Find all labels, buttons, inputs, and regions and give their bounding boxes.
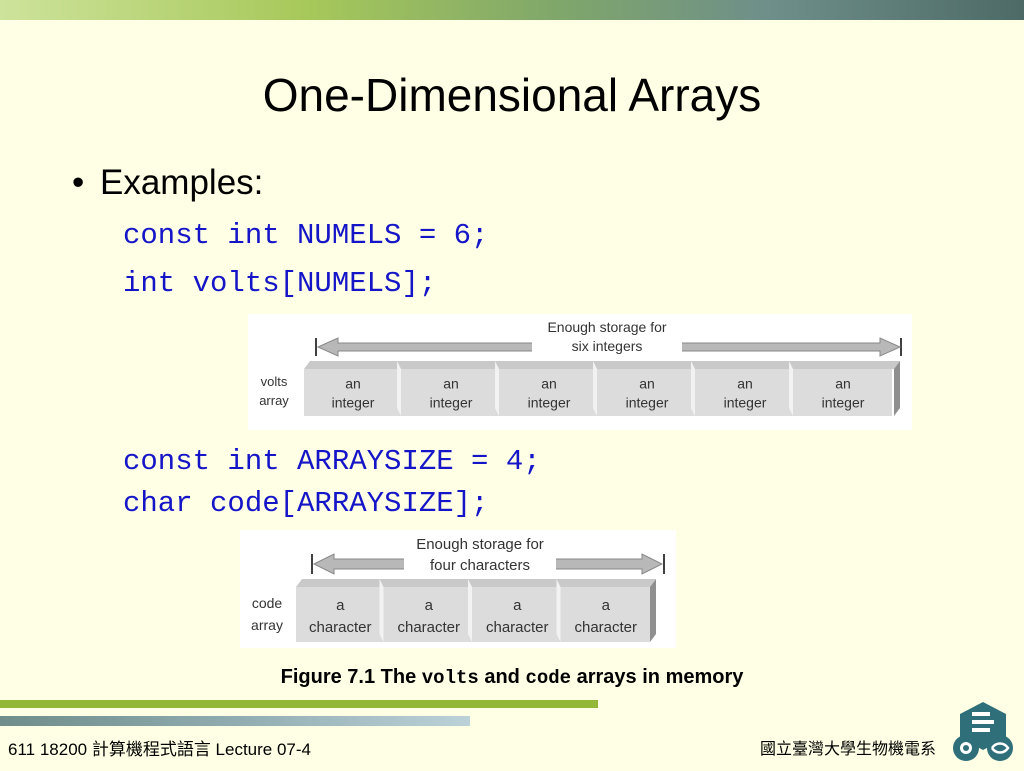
code-storage-label-1: Enough storage for — [416, 536, 544, 553]
code-cell-divider — [468, 579, 472, 642]
code-array-top-face — [296, 579, 656, 587]
volts-cell-text-2: integer — [332, 395, 375, 411]
code-array-word: array — [251, 617, 283, 633]
volts-cell — [598, 369, 696, 416]
volts-cell-text-1: an — [541, 376, 557, 392]
code-array-figure: Enough storage for four characters code … — [240, 530, 676, 648]
figure-caption: Figure 7.1 The volts and code arrays in … — [0, 666, 1024, 689]
bullet-dot-icon: • — [72, 163, 85, 202]
slide-title: One-Dimensional Arrays — [262, 69, 762, 121]
code-array-side-face — [650, 579, 656, 642]
code-cell-text-1: a — [336, 597, 345, 614]
code-cell-text-2: character — [486, 619, 549, 636]
volts-cell-text-2: integer — [822, 395, 865, 411]
volts-cell-text-1: an — [835, 376, 851, 392]
volts-cell — [794, 369, 892, 416]
code-cell — [384, 587, 473, 642]
volts-cell — [696, 369, 794, 416]
footer-green-bar — [0, 700, 598, 708]
code-cell-divider — [556, 579, 561, 642]
volts-cell — [500, 369, 598, 416]
volts-cell-text-2: integer — [626, 395, 669, 411]
code-cell-text-1: a — [602, 597, 611, 614]
footer-department: 國立臺灣大學生物機電系 — [759, 739, 936, 758]
top-gradient-bar — [0, 0, 1024, 20]
caption-prefix: Figure 7.1 The — [280, 666, 422, 688]
code-cell-divider — [379, 579, 384, 642]
footer-blue-bar — [0, 716, 470, 726]
code-line-2: int volts[NUMELS]; — [123, 267, 437, 300]
code-line-1: const int NUMELS = 6; — [123, 219, 489, 252]
volts-cell-divider — [691, 361, 695, 416]
code-array-name: code — [252, 595, 283, 611]
volts-storage-label-1: Enough storage for — [547, 319, 666, 335]
volts-cell-text-1: an — [443, 376, 459, 392]
volts-cell-text-1: an — [737, 376, 753, 392]
volts-cell-divider — [593, 361, 597, 416]
caption-suffix: arrays in memory — [571, 666, 744, 688]
volts-cell — [304, 369, 402, 416]
code-cell-text-2: character — [397, 619, 460, 636]
volts-array-word: array — [259, 393, 289, 408]
volts-array-top-face — [304, 361, 900, 369]
volts-cell-text-2: integer — [724, 395, 767, 411]
footer-course: 611 18200 計算機程式語言 Lecture 07-4 — [8, 740, 311, 759]
volts-cell-divider — [789, 361, 793, 416]
volts-cell — [402, 369, 500, 416]
volts-cell-text-2: integer — [528, 395, 571, 411]
code-cell-text-2: character — [574, 619, 637, 636]
code-cell — [561, 587, 650, 642]
caption-volts: volts — [421, 667, 479, 689]
volts-array-figure: Enough storage for six integers volts ar… — [248, 314, 912, 430]
volts-array-name: volts — [261, 374, 288, 389]
logo-icon — [948, 700, 1018, 766]
code-storage-label-2: four characters — [430, 557, 530, 574]
volts-cell-divider — [495, 361, 499, 416]
code-cell — [473, 587, 562, 642]
bullet-text: Examples: — [100, 163, 264, 202]
code-cell-text-2: character — [309, 619, 372, 636]
caption-middle: and — [478, 666, 526, 688]
code-line-3: const int ARRAYSIZE = 4; — [123, 445, 541, 478]
code-cell-text-1: a — [425, 597, 434, 614]
code-cell-text-1: a — [513, 597, 522, 614]
volts-storage-label-2: six integers — [572, 338, 643, 354]
code-cell — [296, 587, 385, 642]
volts-cell-divider — [397, 361, 401, 416]
volts-cell-text-1: an — [345, 376, 361, 392]
caption-code: code — [525, 667, 572, 689]
volts-array-side-face — [894, 361, 900, 416]
volts-cell-text-1: an — [639, 376, 655, 392]
bullet-item: • Examples: — [72, 163, 263, 203]
volts-cell-text-2: integer — [430, 395, 473, 411]
code-line-4: char code[ARRAYSIZE]; — [123, 487, 489, 520]
